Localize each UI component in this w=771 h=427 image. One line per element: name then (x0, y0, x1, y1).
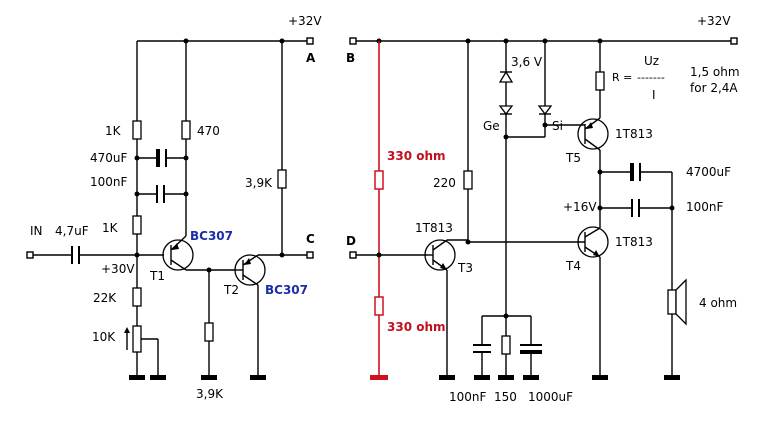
dummy-load-bottom-label: 330 ohm (387, 320, 446, 334)
resistor-330-ohm-bottom (374, 296, 384, 316)
transistor-t1 (162, 235, 194, 271)
ground-symbol-red (370, 375, 388, 380)
silicon-diode (537, 105, 553, 116)
resistor-3-9k-emitter (204, 322, 214, 342)
zener-diode (498, 70, 514, 83)
t3-type-label: 1T813 (415, 221, 453, 235)
capacitor-470uf-label: 470uF (90, 151, 128, 165)
r-formula-line: ------- (637, 71, 665, 84)
capacitor-4700uf-plate (630, 163, 634, 181)
resistor-470 (181, 120, 191, 140)
terminal-c-node (306, 251, 314, 259)
ground-symbol (664, 375, 680, 380)
capacitor-4700uf-label: 4700uF (686, 165, 731, 179)
terminal-b-label: B (346, 51, 355, 65)
mid-voltage-label: +16V (563, 200, 597, 214)
ground-symbol (250, 375, 266, 380)
t5-type-label: 1T813 (615, 127, 653, 141)
capacitor-470uf-plate (156, 149, 160, 167)
terminal-d-node (349, 251, 357, 259)
speaker-cone (675, 278, 687, 326)
transistor-t2 (234, 254, 266, 286)
ground-symbol (498, 375, 514, 380)
resistor-1k-bias (132, 215, 142, 235)
germanium-diode (498, 105, 514, 116)
right-output-stage: B +32V 330 ohm 330 ohm D 1T813 T3 (346, 14, 740, 404)
supply-label-right: +32V (697, 14, 731, 28)
supply-right-node (730, 37, 738, 45)
r-formula-prefix: R = (612, 71, 632, 84)
diode-si-label: Si (552, 119, 563, 133)
uz-label: Uz (644, 54, 659, 68)
input-label: IN (30, 224, 43, 238)
resistor-150 (501, 335, 511, 355)
terminal-a-label: A (306, 51, 316, 65)
resistor-1k-bias-label: 1K (102, 221, 119, 235)
terminal-b-node (349, 37, 357, 45)
dummy-load-top-label: 330 ohm (387, 149, 446, 163)
terminal-c-label: C (306, 232, 315, 246)
terminal-a-node (306, 37, 314, 45)
t1-label: T1 (149, 269, 165, 283)
bias-voltage-label: +30V (101, 262, 135, 276)
resistor-1k-top-label: 1K (105, 124, 122, 138)
zener-voltage-label: 3,6 V (511, 55, 543, 69)
resistor-470-label: 470 (197, 124, 220, 138)
t3-label: T3 (457, 261, 473, 275)
left-amplifier-stage: +32V A 1K 1K +30V 22K 10K 470uF 100 (26, 14, 322, 401)
transistor-t4 (577, 226, 609, 258)
current-note-line-2: for 2,4A (690, 81, 738, 95)
ground-symbol (201, 375, 217, 380)
capacitor-100nf-bottom-label: 100nF (449, 390, 487, 404)
t2-type-label: BC307 (265, 283, 308, 297)
capacitor-1000uf-label: 1000uF (528, 390, 573, 404)
t5-label: T5 (565, 151, 581, 165)
potentiometer-10k (132, 325, 142, 353)
ground-symbol (474, 375, 490, 380)
potentiometer-10k-label: 10K (92, 330, 116, 344)
resistor-220 (463, 170, 473, 190)
t4-label: T4 (565, 259, 581, 273)
diode-ge-label: Ge (483, 119, 500, 133)
ground-symbol (150, 375, 166, 380)
capacitor-100nf-label: 100nF (90, 175, 128, 189)
speaker-coil (667, 289, 677, 315)
ground-symbol (592, 375, 608, 380)
capacitor-100nf-bypass-label: 100nF (686, 200, 724, 214)
terminal-d-label: D (346, 234, 356, 248)
resistor-current-sense (595, 71, 605, 91)
resistor-22k (132, 287, 142, 307)
resistor-150-label: 150 (494, 390, 517, 404)
input-terminal (26, 251, 34, 259)
resistor-220-label: 220 (433, 176, 456, 190)
resistor-3-9k-load (277, 169, 287, 189)
t4-type-label: 1T813 (615, 235, 653, 249)
supply-label-left: +32V (288, 14, 322, 28)
ground-symbol (129, 375, 145, 380)
input-capacitor-label: 4,7uF (55, 224, 89, 238)
speaker-label: 4 ohm (699, 296, 737, 310)
current-note-line-1: 1,5 ohm (690, 65, 740, 79)
transistor-t5 (577, 117, 609, 151)
resistor-1k-top (132, 120, 142, 140)
t2-label: T2 (223, 283, 239, 297)
t1-type-label: BC307 (190, 229, 233, 243)
r-formula-den: I (652, 88, 656, 102)
resistor-3-9k-load-label: 3,9K (245, 176, 273, 190)
ground-symbol (439, 375, 455, 380)
resistor-22k-label: 22K (93, 291, 117, 305)
ground-symbol (523, 375, 539, 380)
resistor-3-9k-emitter-label: 3,9K (196, 387, 224, 401)
transistor-t3 (424, 239, 456, 271)
resistor-330-ohm-top (374, 170, 384, 190)
capacitor-1000uf-plate (520, 350, 542, 354)
